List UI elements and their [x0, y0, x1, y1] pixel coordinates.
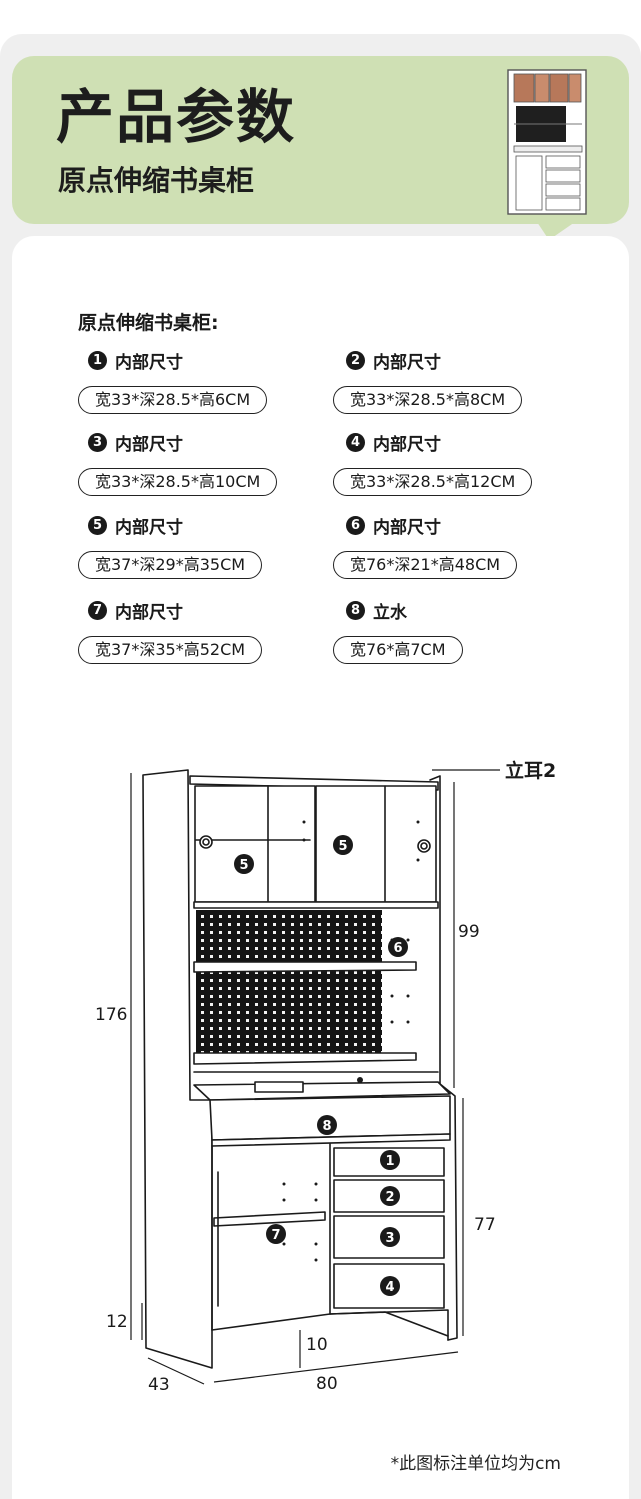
spec-item-3: 3 内部尺寸 宽33*深28.5*高10CM: [78, 430, 278, 496]
number-badge: 6: [346, 515, 365, 535]
number-badge: 2: [346, 350, 365, 370]
spec-value-pill: 宽33*深28.5*高10CM: [78, 468, 278, 496]
dim-total-height: 176: [95, 1005, 127, 1025]
spec-value-pill: 宽37*深35*高52CM: [78, 636, 263, 664]
header-notch: [537, 222, 575, 240]
number-badge: 4: [346, 432, 365, 452]
spec-item-6: 6 内部尺寸 宽76*深21*高48CM: [333, 513, 518, 579]
spec-item-8: 8 立水 宽76*高7CM: [333, 598, 463, 664]
spec-item-2: 2 内部尺寸 宽33*深28.5*高8CM: [333, 348, 523, 414]
spec-item-7: 7 内部尺寸 宽37*深35*高52CM: [78, 598, 263, 664]
page-title: 产品参数: [56, 83, 297, 151]
spec-value-pill: 宽76*深21*高48CM: [333, 551, 518, 579]
spec-label: 内部尺寸: [373, 352, 441, 373]
spec-item-4: 4 内部尺寸 宽33*深28.5*高12CM: [333, 430, 533, 496]
number-badge: 5: [88, 515, 107, 535]
spec-label: 内部尺寸: [115, 517, 183, 538]
product-name: 原点伸缩书桌柜: [58, 164, 255, 197]
svg-text:6: 6: [393, 941, 402, 956]
callout-ear: 立耳2: [505, 759, 556, 782]
svg-text:1: 1: [385, 1154, 394, 1169]
spec-value-pill: 宽33*深28.5*高8CM: [333, 386, 523, 414]
spec-label: 内部尺寸: [373, 434, 441, 455]
drawer-marker-1: 1: [380, 1150, 400, 1170]
dim-upper-height: 99: [458, 922, 480, 942]
product-thumbnail: [507, 69, 587, 215]
number-badge: 3: [88, 432, 107, 452]
dim-depth: 43: [148, 1375, 170, 1395]
spec-item-1: 1 内部尺寸 宽33*深28.5*高6CM: [78, 348, 268, 414]
spec-value-pill: 宽76*高7CM: [333, 636, 463, 664]
cabinet-marker-7: 7: [266, 1224, 286, 1244]
svg-text:7: 7: [271, 1228, 280, 1243]
svg-text:4: 4: [385, 1280, 394, 1295]
spec-label: 内部尺寸: [373, 517, 441, 538]
spec-label: 立水: [373, 602, 407, 623]
dim-width: 80: [316, 1374, 338, 1394]
cabinet-marker-5-right: 5: [333, 835, 353, 855]
spec-heading: 原点伸缩书桌柜:: [78, 312, 219, 334]
spec-label: 内部尺寸: [115, 602, 183, 623]
pegboard-marker-6: 6: [388, 937, 408, 957]
drawer-marker-4: 4: [380, 1276, 400, 1296]
dim-base-gap: 12: [106, 1312, 128, 1332]
svg-text:5: 5: [338, 839, 347, 854]
spec-value-pill: 宽33*深28.5*高6CM: [78, 386, 268, 414]
dim-lower-height: 77: [474, 1215, 496, 1235]
number-badge: 1: [88, 350, 107, 370]
svg-text:3: 3: [385, 1231, 394, 1246]
unit-note: *此图标注单位均为cm: [390, 1454, 561, 1474]
spec-item-5: 5 内部尺寸 宽37*深29*高35CM: [78, 513, 263, 579]
svg-text:5: 5: [239, 858, 248, 873]
spec-label: 内部尺寸: [115, 434, 183, 455]
cabinet-marker-5-left: 5: [234, 854, 254, 874]
svg-text:2: 2: [385, 1190, 394, 1205]
cabinet-dimension-drawing: 1 2 3 4 5 5 6 7 8 176 99 77 12 10 43 80: [95, 759, 556, 1395]
number-badge: 8: [346, 600, 365, 620]
spec-value-pill: 宽33*深28.5*高12CM: [333, 468, 533, 496]
drawer-marker-3: 3: [380, 1227, 400, 1247]
drawer-marker-2: 2: [380, 1186, 400, 1206]
number-badge: 7: [88, 600, 107, 620]
spec-label: 内部尺寸: [115, 352, 183, 373]
svg-text:8: 8: [322, 1119, 331, 1134]
dim-kick-gap: 10: [306, 1335, 328, 1355]
backsplash-marker-8: 8: [317, 1115, 337, 1135]
spec-value-pill: 宽37*深29*高35CM: [78, 551, 263, 579]
